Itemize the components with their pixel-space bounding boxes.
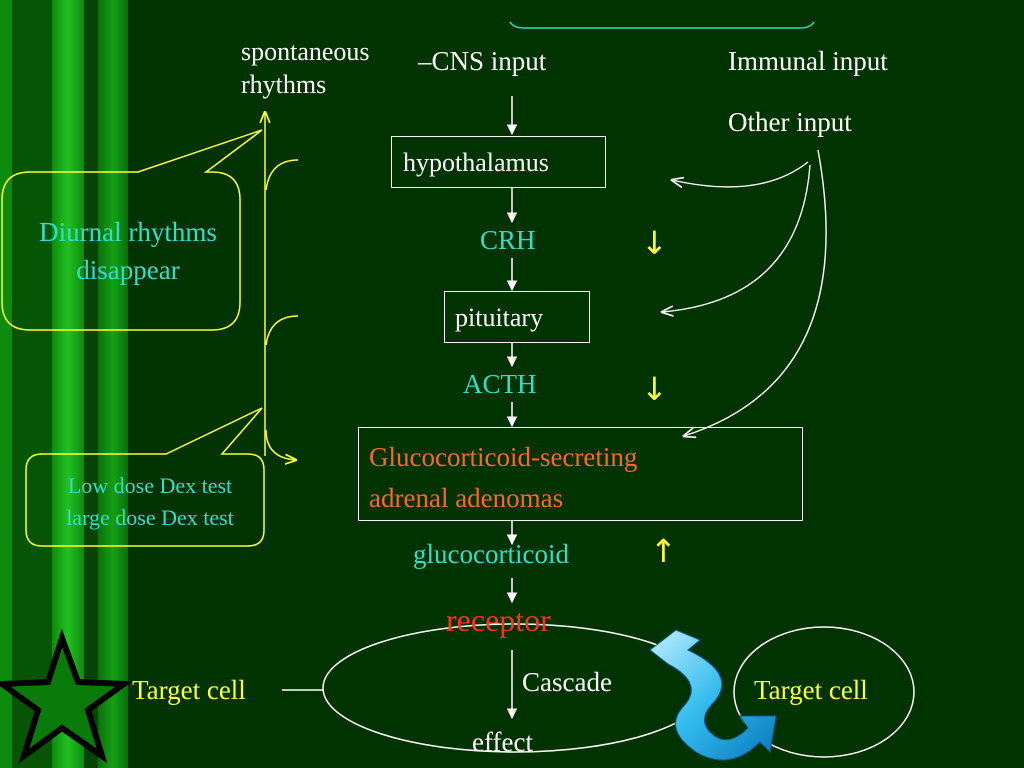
immunal-input-label: Immunal input xyxy=(728,46,888,76)
adrenal-box xyxy=(358,427,803,521)
background-stripe-2 xyxy=(12,0,52,768)
pituitary-label: pituitary xyxy=(455,303,544,332)
other-input-label: Other input xyxy=(728,107,852,137)
dex-test-callout-text: Low dose Dex test large dose Dex test xyxy=(66,473,234,530)
callout-diurnal-shape xyxy=(1,129,263,331)
hypothalamus-box xyxy=(391,136,606,188)
rhythm-tick-hypothalamus xyxy=(265,159,299,191)
curve-other-to-pituitary xyxy=(662,164,811,312)
spontaneous-rhythms-label: spontaneous rhythms xyxy=(241,37,370,99)
adrenal-adenoma-label: Glucocorticoid-secreting adrenal adenoma… xyxy=(369,442,638,513)
diurnal-rhythms-callout-text: Diurnal rhythms disappear xyxy=(39,217,217,285)
crh-decrease-indicator: ↓ xyxy=(641,224,668,262)
cascade-label: Cascade xyxy=(522,667,612,697)
pituitary-box xyxy=(444,291,590,343)
cns-input-label: –CNS input xyxy=(418,46,547,76)
target-cell-left-label: Target cell xyxy=(132,675,246,705)
glucocorticoid-label: glucocorticoid xyxy=(413,539,569,569)
exchange-arrow xyxy=(649,629,777,761)
acth-label: ACTH xyxy=(463,369,537,399)
target-cell-ellipse-right xyxy=(733,626,915,758)
background-stripe-5 xyxy=(98,0,128,768)
acth-decrease-indicator: ↓ xyxy=(641,370,668,408)
curve-other-to-hypothalamus xyxy=(672,161,809,187)
callout-dex-shape xyxy=(25,407,265,547)
effect-label: effect xyxy=(472,727,533,757)
receptor-label: receptor xyxy=(446,602,551,638)
rhythm-tick-pituitary xyxy=(265,315,299,346)
star-icon xyxy=(0,628,133,764)
glucocorticoid-increase-indicator: ↑ xyxy=(650,532,677,570)
target-cell-right-label: Target cell xyxy=(754,675,868,705)
input-bracket xyxy=(509,21,815,29)
rhythm-tick-adrenal xyxy=(265,429,296,460)
hypothalamus-label: hypothalamus xyxy=(403,148,549,177)
curve-other-to-adrenal xyxy=(684,149,827,436)
background-stripe-3 xyxy=(52,0,84,768)
background-stripe-4 xyxy=(84,0,98,768)
crh-label: CRH xyxy=(480,225,536,255)
